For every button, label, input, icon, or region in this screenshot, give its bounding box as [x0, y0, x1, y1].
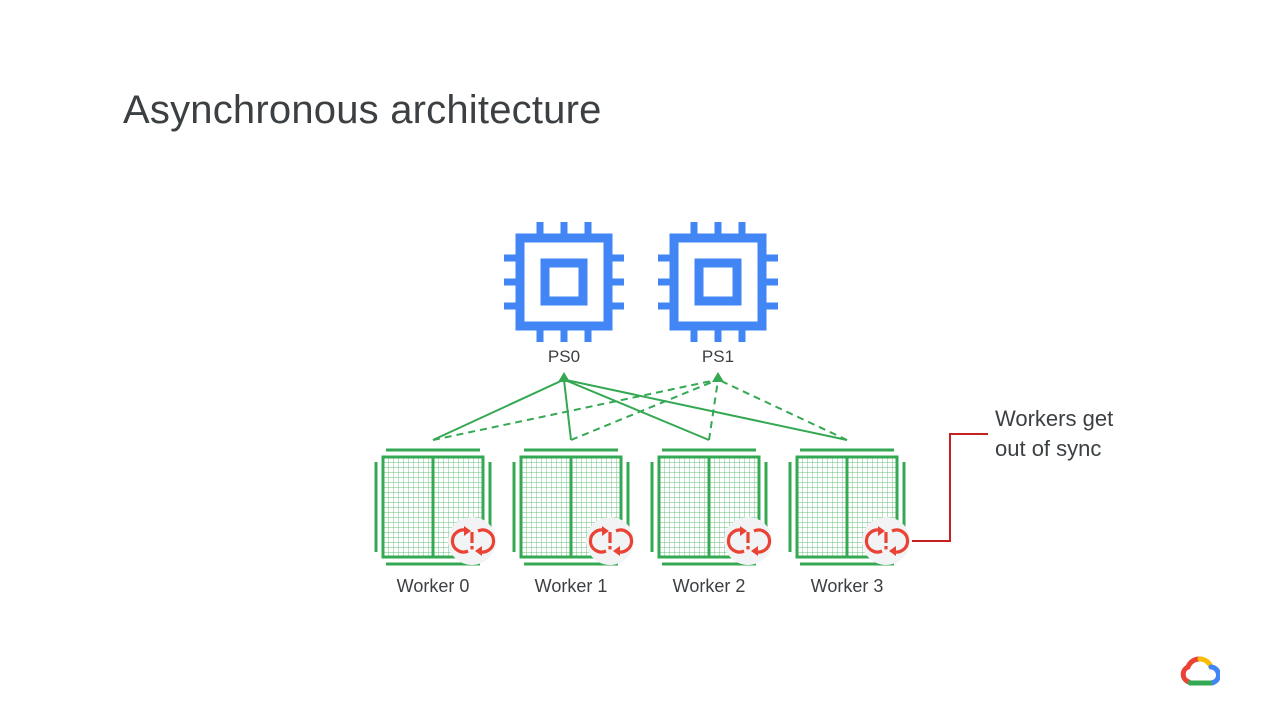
ps0-chip-icon — [504, 222, 624, 342]
callout-connector — [912, 433, 988, 542]
worker-1-label: Worker 1 — [535, 576, 608, 596]
ps0-arrowhead — [558, 372, 570, 382]
ps1-label: PS1 — [702, 347, 734, 366]
dashed-links-to-ps1 — [432, 379, 848, 441]
slide-title: Asynchronous architecture — [123, 88, 602, 132]
worker-0-out-of-sync-icon — [446, 515, 498, 567]
callout-line-1: Workers get — [995, 406, 1114, 431]
ps1-arrowhead — [712, 372, 724, 382]
worker-2-label: Worker 2 — [673, 576, 746, 596]
worker-2-out-of-sync-icon — [722, 515, 774, 567]
worker-0-label: Worker 0 — [397, 576, 470, 596]
ps1-chip-icon — [658, 222, 778, 342]
google-cloud-logo-icon — [1180, 656, 1220, 686]
solid-links-to-ps0 — [432, 379, 848, 441]
worker-1-out-of-sync-icon — [584, 515, 636, 567]
worker-3-label: Worker 3 — [811, 576, 884, 596]
callout-note: Workers get out of sync — [995, 404, 1113, 464]
worker-3-out-of-sync-icon — [860, 515, 912, 567]
ps0-label: PS0 — [548, 347, 580, 366]
callout-line-2: out of sync — [995, 436, 1102, 461]
